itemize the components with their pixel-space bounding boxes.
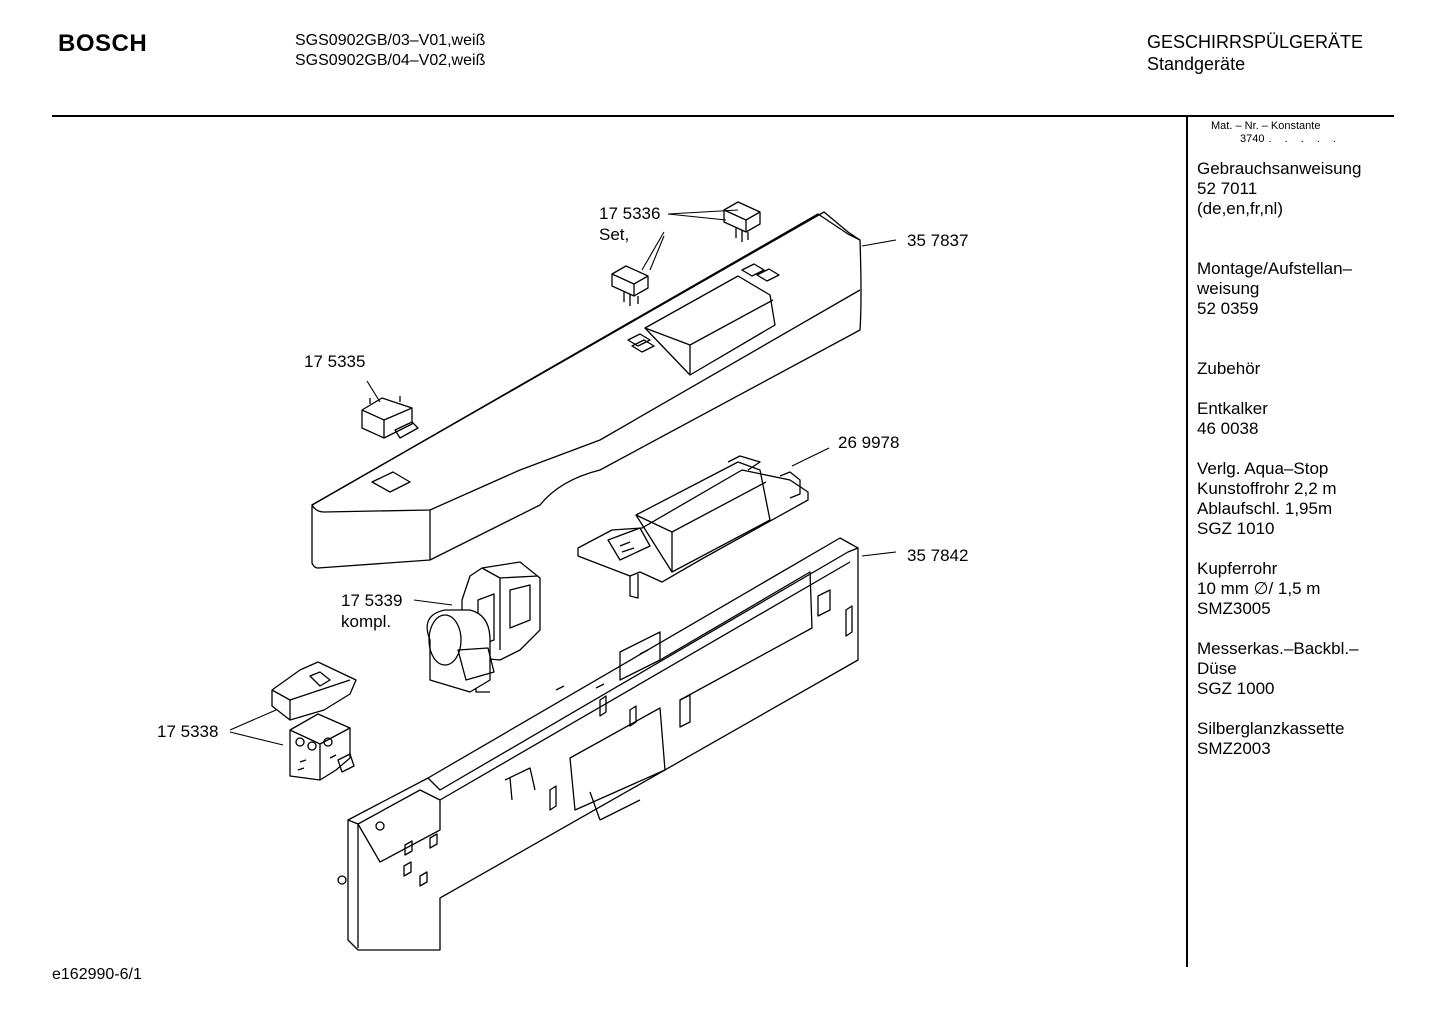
label-269978: 26 9978 bbox=[838, 433, 899, 452]
relay-part bbox=[271, 661, 357, 781]
entry-line: 52 7011 bbox=[1197, 179, 1258, 198]
leader-lines bbox=[229, 209, 897, 746]
label-175338: 17 5338 bbox=[157, 722, 218, 741]
exploded-parts-diagram: 17 5336 Set, 35 7837 17 5335 26 9978 35 … bbox=[157, 201, 968, 951]
entry-line: Entkalker bbox=[1197, 399, 1268, 418]
entry-line: 52 0359 bbox=[1197, 299, 1259, 318]
sidebar-entry-silberglanz: Silberglanzkassette SMZ2003 bbox=[1197, 719, 1392, 759]
entry-line: SGZ 1000 bbox=[1197, 679, 1275, 698]
label-357837: 35 7837 bbox=[907, 231, 968, 250]
entry-line: (de,en,fr,nl) bbox=[1197, 199, 1283, 218]
brand-logo: BOSCH bbox=[58, 30, 148, 57]
sidebar-entry-entkalker: Entkalker 46 0038 bbox=[1197, 399, 1392, 439]
konstante-dots: . . . . . bbox=[1268, 133, 1341, 145]
konstante-label: Mat. – Nr. – Konstante bbox=[1211, 120, 1321, 132]
sidebar-entry-montage: Montage/Aufstellan– weisung 52 0359 bbox=[1197, 259, 1392, 319]
sidebar-entry-aqua-stop: Verlg. Aqua–Stop Kunstoffrohr 2,2 m Abla… bbox=[1197, 459, 1392, 539]
entry-line: Gebrauchsanweisung bbox=[1197, 159, 1362, 178]
control-panel-fascia bbox=[311, 211, 862, 569]
entry-line: Kupferrohr bbox=[1197, 559, 1278, 578]
entry-line: 10 mm ∅/ 1,5 m bbox=[1197, 579, 1321, 598]
sidebar-entry-messerkas: Messerkas.–Backbl.– Düse SGZ 1000 bbox=[1197, 639, 1392, 699]
label-357842: 35 7842 bbox=[907, 546, 968, 565]
entry-line: SMZ2003 bbox=[1197, 739, 1271, 758]
door-lock-part bbox=[426, 561, 541, 693]
label-175339: 17 5339 bbox=[341, 591, 402, 610]
entry-line: SGZ 1010 bbox=[1197, 519, 1275, 538]
switch-part bbox=[361, 396, 419, 439]
category-title: GESCHIRRSPÜLGERÄTE bbox=[1147, 32, 1364, 52]
label-175336: 17 5336 bbox=[599, 204, 660, 223]
konstante-value-row: 3740. . . . . bbox=[1240, 133, 1392, 145]
programme-module-part bbox=[577, 455, 809, 599]
entry-line: Messerkas.–Backbl.– bbox=[1197, 639, 1359, 658]
base-frame bbox=[337, 537, 859, 951]
part-labels: 17 5336 Set, 35 7837 17 5335 26 9978 35 … bbox=[157, 204, 968, 741]
sidebar: Mat. – Nr. – Konstante 3740. . . . . Geb… bbox=[1197, 120, 1392, 759]
entry-line: Zubehör bbox=[1197, 359, 1261, 378]
model-line: SGS0902GB/03–V01,weiß bbox=[295, 32, 486, 49]
button-set-part bbox=[611, 201, 761, 306]
model-list: SGS0902GB/03–V01,weiß SGS0902GB/04–V02,w… bbox=[295, 31, 485, 71]
model-line: SGS0902GB/04–V02,weiß bbox=[295, 52, 486, 69]
entry-line: 46 0038 bbox=[1197, 419, 1259, 438]
header-divider bbox=[52, 115, 1394, 117]
entry-line: SMZ3005 bbox=[1197, 599, 1271, 618]
entry-line: Düse bbox=[1197, 659, 1237, 678]
category-subtitle: Standgeräte bbox=[1147, 54, 1246, 74]
entry-line: Verlg. Aqua–Stop bbox=[1197, 459, 1329, 478]
sidebar-entry-zubehoer: Zubehör bbox=[1197, 359, 1392, 379]
entry-line: Ablaufschl. 1,95m bbox=[1197, 499, 1333, 518]
sidebar-entries: Gebrauchsanweisung 52 7011 (de,en,fr,nl)… bbox=[1197, 159, 1392, 759]
sidebar-entry-kupferrohr: Kupferrohr 10 mm ∅/ 1,5 m SMZ3005 bbox=[1197, 559, 1392, 619]
entry-line: weisung bbox=[1197, 279, 1260, 298]
entry-line: Kunstoffrohr 2,2 m bbox=[1197, 479, 1337, 498]
sidebar-entry-gebrauchsanweisung: Gebrauchsanweisung 52 7011 (de,en,fr,nl) bbox=[1197, 159, 1392, 219]
label-175336-set: Set, bbox=[599, 225, 629, 244]
entry-line: Silberglanzkassette bbox=[1197, 719, 1345, 738]
sidebar-divider bbox=[1186, 115, 1188, 967]
label-175335: 17 5335 bbox=[304, 352, 365, 371]
diagram-code: e162990-6/1 bbox=[52, 966, 142, 983]
category-block: GESCHIRRSPÜLGERÄTE Standgeräte bbox=[1147, 31, 1363, 75]
label-175339-kompl: kompl. bbox=[341, 612, 391, 631]
entry-line: Montage/Aufstellan– bbox=[1197, 259, 1352, 278]
konstante-value: 3740 bbox=[1240, 133, 1265, 145]
